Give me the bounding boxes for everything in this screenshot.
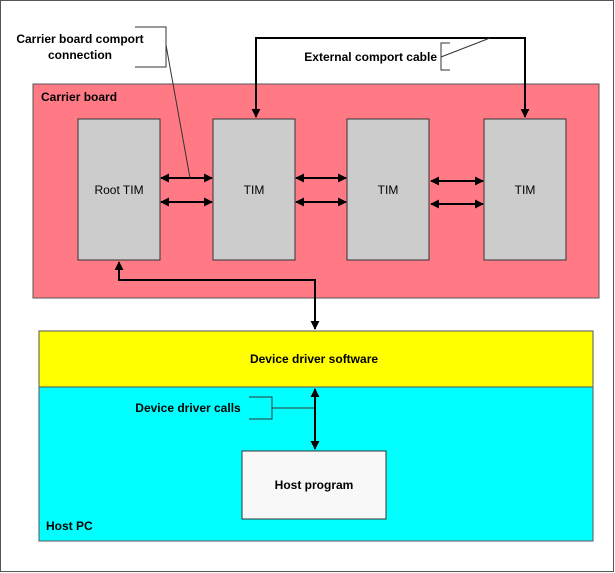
device-driver-calls-label: Device driver calls [135,401,241,415]
root-tim-label: Root TIM [94,183,143,197]
root-tim-box [77,118,161,261]
carrier-comport-callout-leader [165,44,191,179]
tim-label-3: TIM [378,183,399,197]
device-driver-software-label: Device driver software [250,352,378,366]
device-driver-software-box [38,330,594,388]
external-cable-label: External comport cable [304,50,437,64]
external-cable-callout-leader [440,37,491,58]
tim-label-2: TIM [244,183,265,197]
host-program-label: Host program [275,478,354,492]
tim-box-4 [483,118,567,261]
root-to-driver-line [114,261,320,330]
carrier-comport-label-line2: connection [48,48,112,62]
tim-label-4: TIM [515,183,536,197]
carrier-comport-label-line1: Carrier board comport [16,32,143,46]
tim-box-2 [212,118,296,261]
host-pc-label: Host PC [46,519,93,533]
tim-box-3 [346,118,430,261]
carrier-board-label: Carrier board [41,90,117,104]
external-cable-line [251,37,530,118]
host-program-box [241,450,387,520]
